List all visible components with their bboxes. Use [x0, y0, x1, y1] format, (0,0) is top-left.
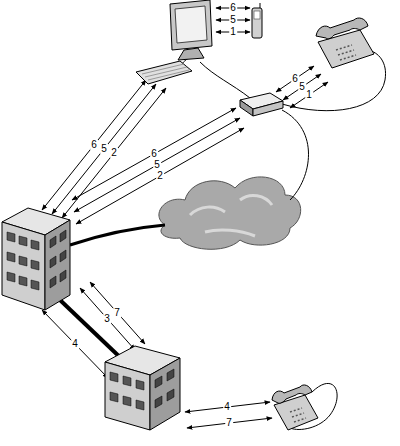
- trunk-line: [60, 300, 125, 362]
- callout-number: 7: [225, 418, 233, 428]
- desk-phone-keypad: [290, 408, 306, 422]
- access-cable: [282, 110, 309, 200]
- signal-arrow: [187, 418, 272, 428]
- signal-arrow: [283, 74, 321, 100]
- signal-arrow: [276, 66, 314, 92]
- signal-arrow: [42, 80, 146, 210]
- callout-number: 2: [156, 171, 164, 181]
- keyboard: [136, 61, 192, 84]
- building-windows: [50, 230, 66, 288]
- callout-number: 4: [71, 339, 79, 349]
- desk-phone-handset: [272, 385, 312, 403]
- callout-number: 1: [305, 90, 313, 100]
- building-windows: [7, 232, 39, 290]
- callout-number: 7: [113, 308, 121, 318]
- monitor-screen: [175, 6, 207, 43]
- monitor-body: [170, 0, 212, 50]
- network-cloud: [159, 177, 301, 249]
- callout-number: 6: [90, 140, 98, 150]
- signal-arrow: [72, 108, 236, 200]
- building-front: [105, 362, 150, 430]
- callout-number: 6: [150, 149, 158, 159]
- callout-number: 5: [153, 160, 161, 170]
- callout-number: 1: [229, 27, 237, 37]
- pc-cable: [200, 62, 250, 98]
- building-windows: [155, 369, 174, 408]
- adapter-front: [240, 100, 253, 116]
- building-side: [150, 358, 180, 430]
- cloud-highlight: [190, 195, 272, 236]
- building-windows: [110, 372, 144, 410]
- mobile-phone: [252, 8, 262, 38]
- signal-arrow: [185, 402, 270, 412]
- mobile-antenna: [260, 3, 261, 8]
- signal-arrow: [90, 282, 145, 344]
- callout-number: 3: [103, 314, 111, 324]
- signal-arrow: [80, 288, 135, 350]
- trunk-line: [70, 225, 165, 245]
- signal-arrow: [76, 128, 244, 224]
- callout-number: 4: [223, 402, 231, 412]
- callout-number: 2: [110, 148, 118, 158]
- monitor-stand: [178, 48, 204, 60]
- signal-arrow: [62, 88, 166, 218]
- signal-arrow: [290, 82, 328, 108]
- adapter-side: [253, 101, 283, 116]
- signal-arrow: [74, 118, 240, 212]
- callout-number: 5: [229, 15, 237, 25]
- building-front: [2, 222, 45, 310]
- desk-phone-handset: [316, 18, 368, 39]
- building-side: [45, 220, 70, 310]
- keyboard-keys: [142, 64, 189, 80]
- desk-phone-keypad: [336, 45, 356, 60]
- signal-arrow: [42, 310, 108, 378]
- callout-number: 6: [229, 3, 237, 13]
- mobile-screen: [254, 11, 260, 19]
- callout-number: 5: [100, 144, 108, 154]
